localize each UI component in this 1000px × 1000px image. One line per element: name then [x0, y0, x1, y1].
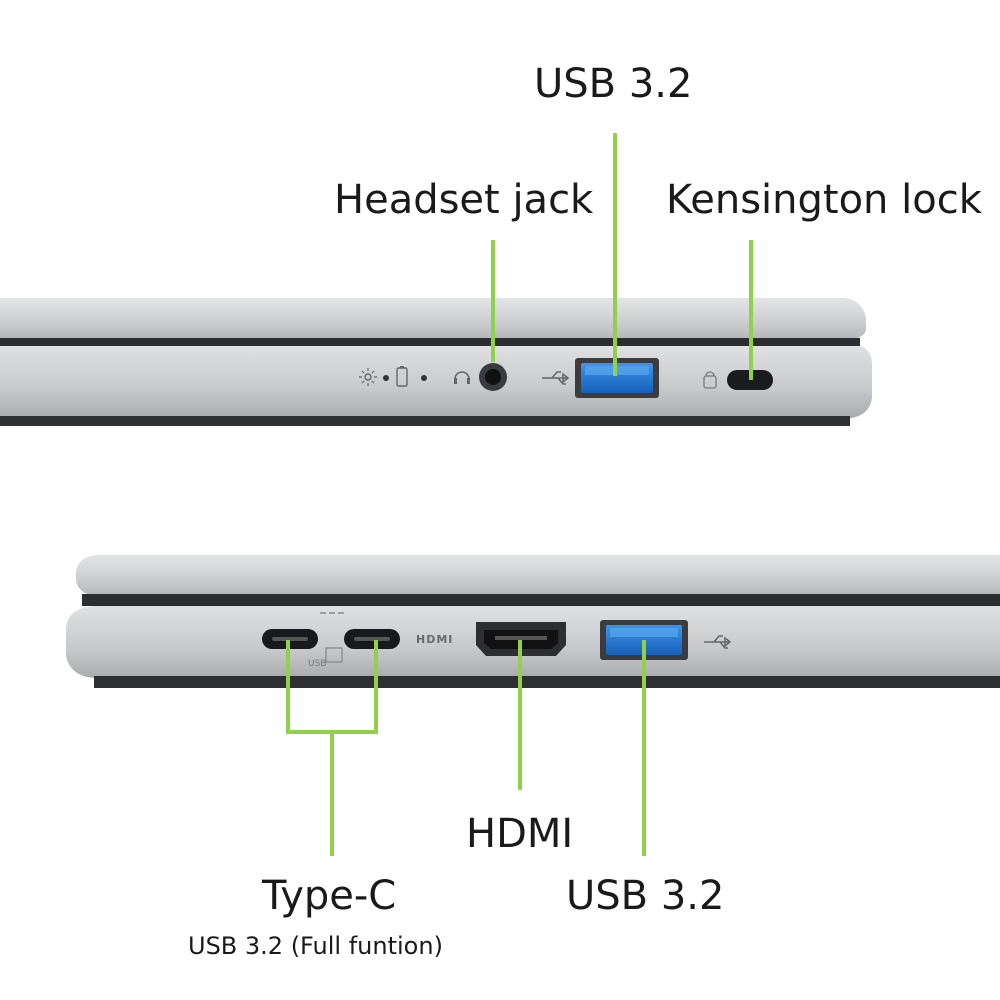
type-c-port-1-inner	[272, 637, 308, 641]
headset-icon	[454, 371, 470, 384]
label-usb-top: USB 3.2	[534, 61, 693, 107]
hinge-seam-bottom	[82, 594, 1000, 606]
label-hdmi: HDMI	[466, 811, 574, 857]
hdmi-logo: HDMI	[416, 633, 453, 646]
headset-jack-port	[479, 363, 507, 391]
usb-icon-bottom	[704, 635, 732, 649]
battery-light-icon	[396, 366, 408, 387]
laptop-left-side: USB HDMI	[66, 555, 1000, 688]
hinge-seam	[0, 338, 860, 346]
battery-led	[421, 375, 427, 381]
display-port-icon	[320, 612, 344, 663]
power-led	[383, 375, 389, 381]
label-type-c-sub: USB 3.2 (Full funtion)	[188, 932, 443, 960]
usb-c-mark: USB	[308, 659, 326, 669]
leader-lines	[286, 133, 753, 856]
base-bottom-edge-2	[94, 676, 1000, 688]
leader-type-c	[286, 640, 378, 856]
type-c-port-2-inner	[354, 637, 390, 641]
hdmi-port	[476, 622, 566, 656]
label-type-c: Type-C	[262, 873, 397, 919]
power-light-icon	[359, 368, 377, 386]
label-usb-bottom: USB 3.2	[566, 873, 725, 919]
usb-icon	[542, 371, 570, 385]
label-headset-jack: Headset jack	[334, 177, 594, 223]
kensington-icon	[703, 371, 717, 389]
label-kensington-lock: Kensington lock	[666, 177, 982, 223]
laptop-right-side	[0, 298, 872, 426]
lid-top	[0, 298, 866, 340]
base-bottom-edge	[0, 416, 850, 426]
lid-bottom	[76, 555, 1000, 596]
